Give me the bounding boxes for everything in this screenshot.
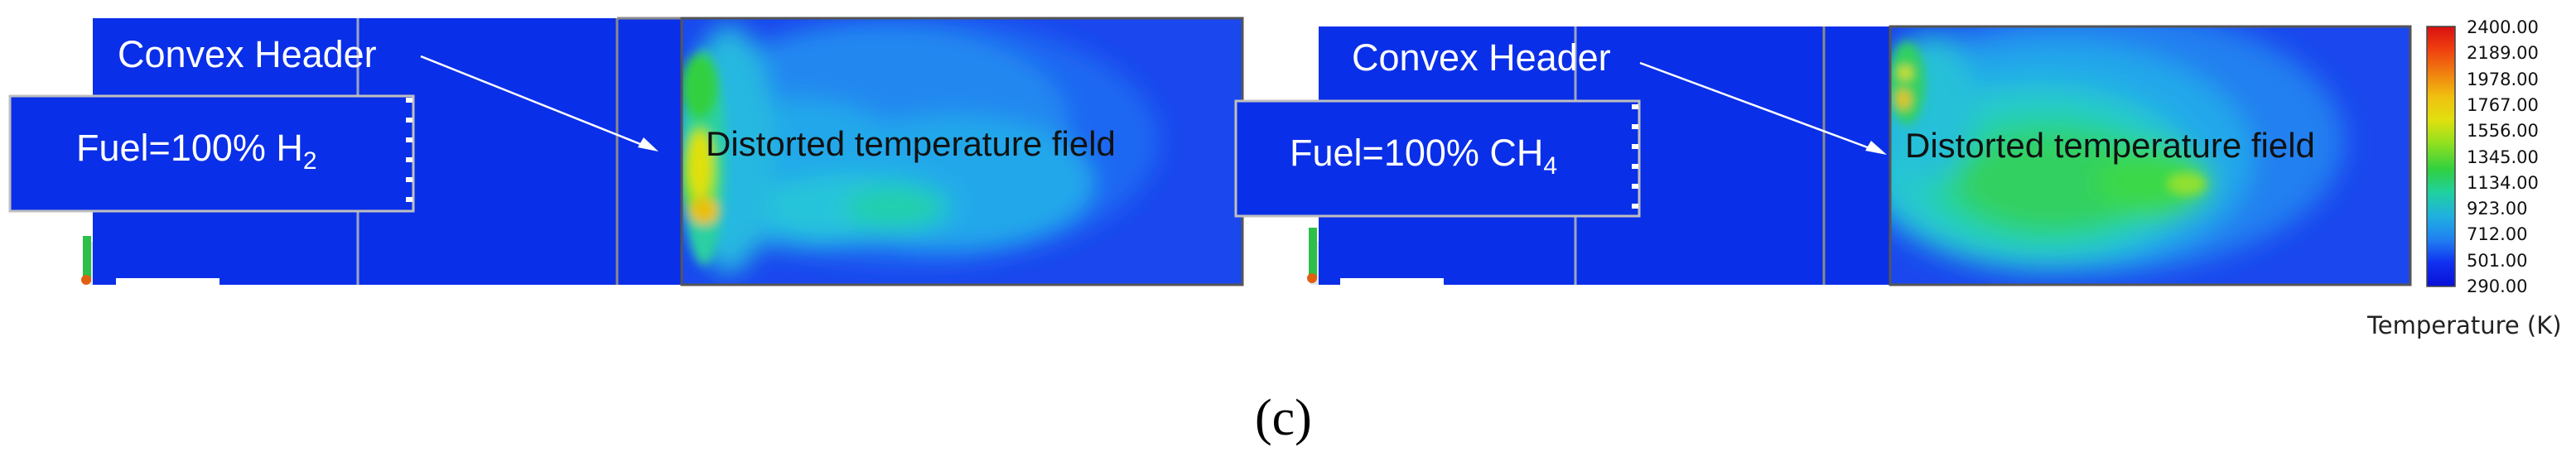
panel-h2-graphic: [8, 17, 1244, 286]
colorbar-title: Temperature (K): [2367, 311, 2562, 339]
fuel-subscript-h2: 2: [302, 147, 317, 175]
colorbar-tick: 501.00: [2467, 251, 2528, 271]
colorbar-gradient: [2426, 26, 2456, 287]
colorbar-tick: 290.00: [2467, 276, 2528, 296]
fuel-text-h2: Fuel=100% H: [76, 127, 303, 169]
colorbar-tick: 1767.00: [2467, 95, 2539, 115]
fuel-label-h2: Fuel=100% H2: [76, 127, 317, 175]
colorbar-tick: 1978.00: [2467, 70, 2539, 89]
distorted-field-label-h2: Distorted temperature field: [706, 124, 1116, 163]
temperature-field-h2: [682, 18, 1242, 285]
distorted-field-label-ch4: Distorted temperature field: [1905, 126, 2315, 165]
fuel-text-ch4: Fuel=100% CH: [1290, 132, 1544, 174]
convex-header-label-h2: Convex Header: [118, 33, 377, 75]
figure-caption: (c): [1255, 390, 1312, 446]
convex-header-label-ch4: Convex Header: [1352, 36, 1611, 79]
colorbar-tick: 712.00: [2467, 224, 2528, 244]
colorbar-tick: 1134.00: [2467, 173, 2539, 193]
colorbar-tick: 1556.00: [2467, 121, 2539, 141]
temperature-field-ch4: [1890, 26, 2410, 285]
colorbar-tick: 2189.00: [2467, 43, 2539, 63]
colorbar-tick: 923.00: [2467, 199, 2528, 219]
fuel-subscript-ch4: 4: [1543, 152, 1558, 180]
panel-ch4-graphic: [1234, 25, 2412, 286]
fuel-label-ch4: Fuel=100% CH4: [1290, 132, 1557, 180]
colorbar-tick: 1345.00: [2467, 147, 2539, 167]
colorbar-tick: 2400.00: [2467, 17, 2539, 37]
